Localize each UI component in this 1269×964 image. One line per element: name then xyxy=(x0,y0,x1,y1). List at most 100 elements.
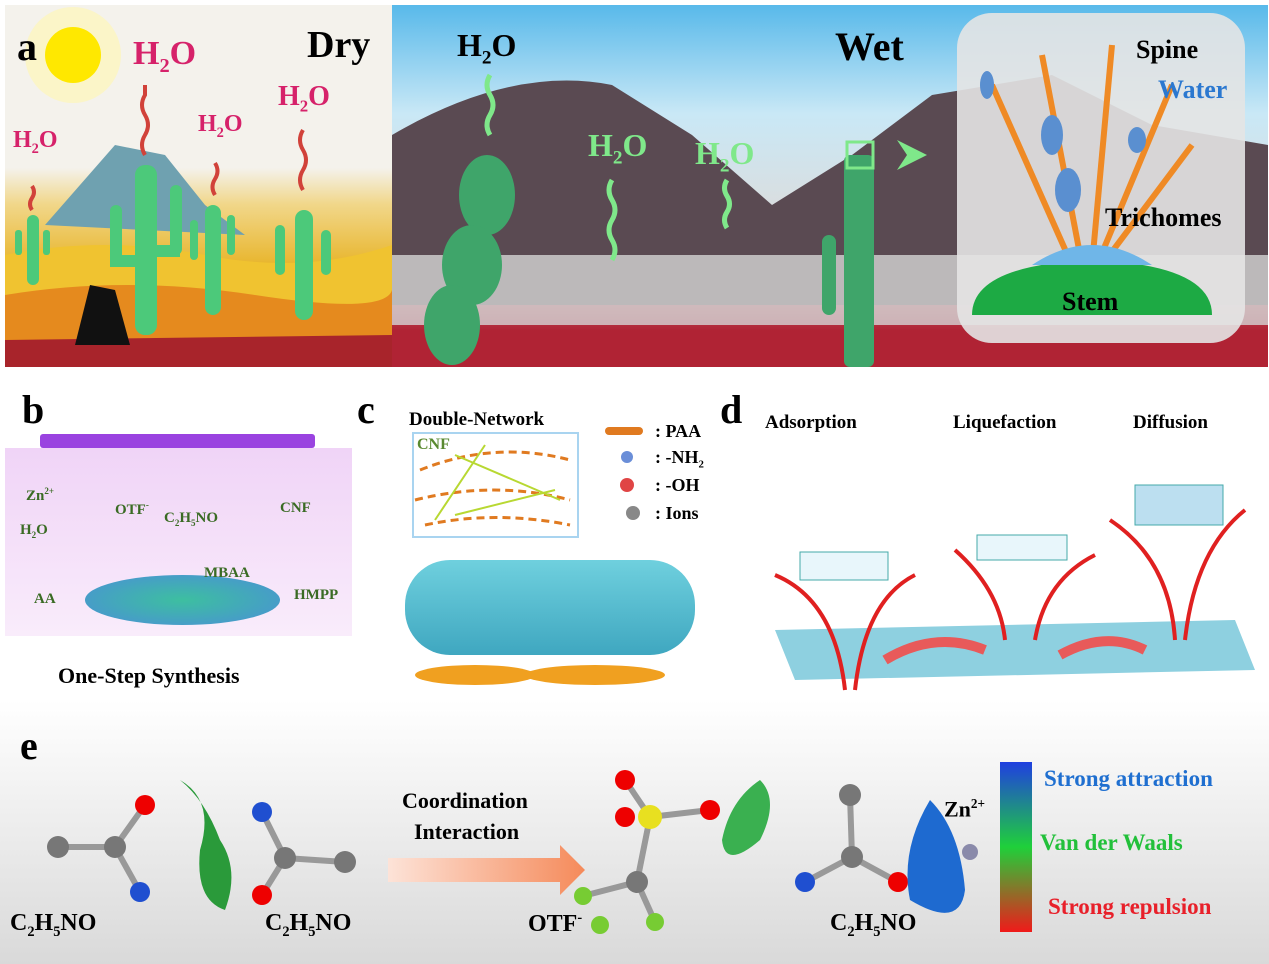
ions-legend-swatch xyxy=(626,506,640,520)
c2h5no-label: C2H5NO xyxy=(10,910,96,941)
otf-label: OTF- xyxy=(115,500,149,519)
sub: 2 xyxy=(847,923,855,940)
legend-nh2: : -NH2 xyxy=(655,447,704,471)
h: H xyxy=(289,910,309,936)
arrow-text-2: Interaction xyxy=(414,819,520,844)
water-transport-diagram xyxy=(774,484,1255,691)
nh-sub: 2 xyxy=(698,458,704,471)
panel-label-b: b xyxy=(22,387,45,432)
h2o-o: O xyxy=(223,111,243,137)
uv-lamp xyxy=(40,434,315,448)
mbaa-label: MBAA xyxy=(204,565,250,581)
interaction-color-scale xyxy=(1000,762,1032,932)
c: C xyxy=(830,910,848,936)
panel-label-e: e xyxy=(20,723,38,768)
sub: 2 xyxy=(282,923,290,940)
wet-title: Wet xyxy=(835,24,904,69)
h2o-sub: 2 xyxy=(31,140,39,157)
vapor-arrows xyxy=(28,85,308,212)
panel-d: d Adsorption Liquefaction Diffusion xyxy=(715,387,1269,700)
chevron-right-icon xyxy=(897,140,927,170)
h: H xyxy=(854,910,874,936)
panel-e: e Coordination Interaction C2H5NO C2H5NO… xyxy=(0,700,1269,964)
stage-adsorption: Adsorption xyxy=(765,412,857,433)
c: C xyxy=(164,510,175,526)
no: NO xyxy=(880,910,917,936)
zn-text: Zn xyxy=(26,488,45,504)
c2h5no-label: C2H5NO xyxy=(164,510,218,528)
h2o-sub: 2 xyxy=(216,124,224,141)
h2o-h: H xyxy=(13,127,32,153)
network-drawing xyxy=(414,427,665,685)
coordination-arrow xyxy=(388,845,585,895)
h2o-o: O xyxy=(169,35,197,72)
panel-a-wet-scene: H2O H2O H2O Wet Spine Water Trichomes St… xyxy=(392,5,1268,367)
h2o-o: O xyxy=(308,81,330,112)
h2o-label: H2O xyxy=(133,35,196,78)
no: NO xyxy=(315,910,352,936)
petri-dish xyxy=(85,575,280,625)
c2h5no-label: C2H5NO xyxy=(830,910,916,941)
h2o-sub: 2 xyxy=(612,147,623,169)
zn-label: Zn2+ xyxy=(944,796,985,822)
sun-icon xyxy=(45,27,101,83)
zn-sup: 2+ xyxy=(44,486,54,496)
vapor-arrows-down xyxy=(484,73,732,262)
no: NO xyxy=(60,910,97,936)
sub: 2 xyxy=(27,923,35,940)
h2o-label: H2O xyxy=(457,27,516,69)
water-label: Water xyxy=(1158,75,1228,104)
h2o-h: H xyxy=(133,35,160,72)
h2o-label: H2O xyxy=(13,127,58,158)
zn-ion xyxy=(962,844,978,860)
cnf-label: CNF xyxy=(417,436,450,453)
synthesis-caption: One-Step Synthesis xyxy=(58,663,240,688)
dry-desert-illustration xyxy=(5,7,392,367)
legend-paa: : PAA xyxy=(655,421,702,441)
h2o-sub: 2 xyxy=(481,47,492,69)
c2h5no-label: C2H5NO xyxy=(265,910,351,941)
hmpp-label: HMPP xyxy=(294,587,339,603)
stem-label: Stem xyxy=(1062,287,1119,316)
c: C xyxy=(10,910,28,936)
panel-label-d: d xyxy=(720,387,743,432)
stage-diffusion: Diffusion xyxy=(1133,412,1208,433)
hydrogel-body xyxy=(405,560,695,655)
scale-strong-repulsion: Strong repulsion xyxy=(1048,894,1212,919)
scale-strong-attraction: Strong attraction xyxy=(1044,766,1213,791)
zn-text: Zn xyxy=(944,796,971,822)
h2o-h: H xyxy=(695,135,720,171)
legend-ions: : Ions xyxy=(655,503,699,523)
sub: 2 xyxy=(31,530,37,540)
spine-label: Spine xyxy=(1136,35,1199,64)
panel-a-dry-scene: a Dry H2O H2O H2O H2O xyxy=(5,5,392,367)
h2o-o: O xyxy=(38,127,58,153)
h2o-sub: 2 xyxy=(159,54,170,77)
otf-text: OTF xyxy=(115,502,146,518)
o: O xyxy=(36,522,48,538)
cnf-label: CNF xyxy=(280,500,311,516)
h2o-h: H xyxy=(457,27,482,63)
no: NO xyxy=(195,510,219,526)
cactus-group xyxy=(15,165,331,335)
h: H xyxy=(20,522,32,538)
h2o-label: H2O xyxy=(20,522,48,540)
otf-label: OTF- xyxy=(528,910,582,938)
h2o-label: H2O xyxy=(278,81,330,117)
c: C xyxy=(265,910,283,936)
network-inset xyxy=(412,432,579,538)
zn-sup: 2+ xyxy=(970,796,986,811)
h2o-label: H2O xyxy=(198,111,243,142)
otf-sup: - xyxy=(145,500,149,510)
oh-legend-swatch xyxy=(620,478,634,492)
panel-c: c Double-Network CNF : PAA : -NH2 : -OH … xyxy=(355,387,715,695)
h2o-o: O xyxy=(491,27,517,63)
paa-legend-swatch xyxy=(605,427,643,435)
h2o-label: H2O xyxy=(588,127,647,169)
h2o-o: O xyxy=(622,127,648,163)
zn-label: Zn2+ xyxy=(26,486,54,505)
panel-label-a: a xyxy=(17,24,37,69)
h2o-h: H xyxy=(588,127,613,163)
wet-desert-illustration xyxy=(392,13,1268,367)
sub: 5 xyxy=(873,923,881,940)
